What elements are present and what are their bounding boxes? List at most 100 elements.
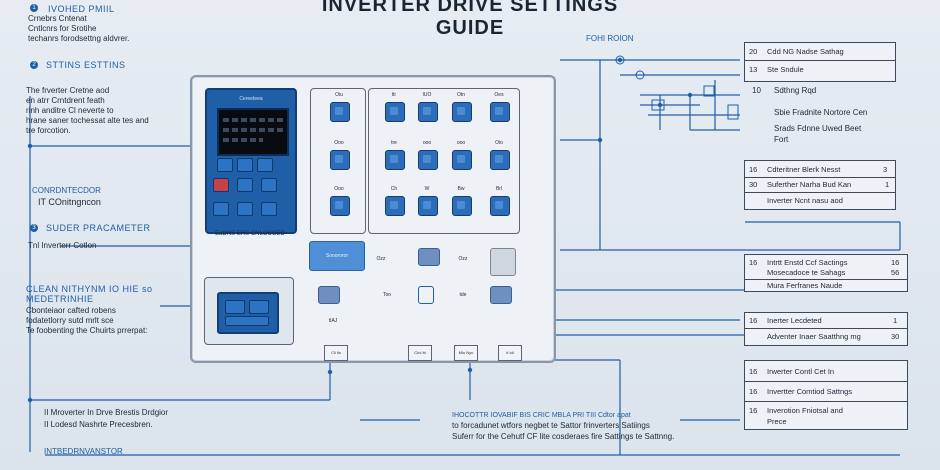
- table-1-note: Sbie Fradnite Nortore Cen: [774, 108, 868, 117]
- section-1-line: Crnebrs Cntenat: [28, 14, 87, 23]
- section-6-line: II Lodesd Nashrte Precesbren.: [44, 420, 153, 429]
- bottom-note-line: Suferr for the Cehutf CF lite cosderaes …: [452, 432, 675, 441]
- parameter-button[interactable]: [385, 150, 405, 170]
- parameter-button-label: Bw: [457, 186, 465, 192]
- parameter-button[interactable]: [330, 150, 350, 170]
- parameter-button[interactable]: [490, 102, 510, 122]
- parameter-button-label: IUO: [422, 92, 432, 98]
- section-1-line: Cntlcnrs for Srotihe: [28, 24, 97, 33]
- terminal-tag: ti Idl: [498, 345, 522, 361]
- bottom-note-line: to forcadunet wtfors negbet te Sattor fr…: [452, 421, 650, 430]
- keypad-button[interactable]: [237, 178, 253, 192]
- parameter-button[interactable]: [330, 102, 350, 122]
- button-block-left: [310, 88, 366, 234]
- button-label: tIAJ: [328, 318, 338, 324]
- keypad-button[interactable]: [225, 316, 269, 326]
- parameter-button[interactable]: [385, 196, 405, 216]
- parameter-button-label: Oes: [494, 92, 504, 98]
- function-button[interactable]: [318, 286, 340, 304]
- section-2-heading: STTINS ESTTINS: [46, 60, 126, 70]
- lcd-display: [217, 108, 289, 156]
- parameter-button[interactable]: [330, 196, 350, 216]
- keypad-button[interactable]: [225, 300, 245, 314]
- terminal-tag: Mlu Nyu: [454, 345, 478, 361]
- step-3-badge: 3: [30, 224, 38, 232]
- table-1-row: Sdthng Rqd: [774, 86, 817, 95]
- keypad-button[interactable]: [237, 202, 253, 216]
- schematic-label: FOHI ROION: [586, 34, 634, 43]
- section-4-line: Tnl Inverterr Cotlon: [28, 241, 97, 250]
- parameter-button[interactable]: [452, 150, 472, 170]
- dial-icon[interactable]: [418, 286, 434, 304]
- section-2-line: en atrr Crntdrent feath: [26, 96, 105, 105]
- section-5-line: Te foobenting the Chuirts prrerpat:: [26, 326, 148, 335]
- table-1-row: 10: [752, 86, 761, 95]
- keypad-button[interactable]: [237, 158, 253, 172]
- parameter-button-label: Ooo: [334, 140, 344, 146]
- step-2-badge: 2: [30, 61, 38, 69]
- bottom-note-heading: IHOCOTTR IOVABIF BIS CRIC MBLA PRI TIII …: [452, 412, 631, 419]
- button-label: Too: [382, 292, 392, 298]
- parameter-button[interactable]: [490, 196, 510, 216]
- parameter-button[interactable]: [490, 150, 510, 170]
- keypad-button[interactable]: [257, 158, 273, 172]
- terminal-tag: Cli Iis: [324, 345, 348, 361]
- reset-button[interactable]: [490, 248, 516, 276]
- parameter-button[interactable]: [418, 150, 438, 170]
- section-1-heading: IVOHED PMIIL: [48, 4, 115, 14]
- parameter-button-label: Brl: [495, 186, 503, 192]
- section-1-line: techanrs forodsettng aldvrer.: [28, 34, 130, 43]
- lower-keypad: [217, 292, 279, 334]
- parameter-button[interactable]: [418, 196, 438, 216]
- page-title: INVERTER DRIVE SETTINGS GUIDE: [321, 0, 619, 39]
- section-5-line: Cbonteiaor cafted robens: [26, 306, 116, 315]
- parameter-button-label: Oiu: [335, 92, 343, 98]
- section-2-line: tre forcotion.: [26, 126, 71, 135]
- stop-button[interactable]: [213, 178, 229, 192]
- parameter-button-label: ooo: [456, 140, 466, 146]
- parameter-button-label: Ooo: [334, 186, 344, 192]
- section-5-heading: CLEAN NITHYNM IO HIE so: [26, 284, 153, 294]
- keypad-button[interactable]: [261, 178, 277, 192]
- section-4-heading: SUDER PRACAMETER: [46, 223, 151, 233]
- parameter-button[interactable]: [452, 102, 472, 122]
- parameter-button-label: Otn: [456, 92, 466, 98]
- section-3-line: IT COnitngncon: [38, 197, 101, 207]
- button-label: Ozz: [376, 256, 386, 262]
- function-button[interactable]: [418, 248, 440, 266]
- keypad-button[interactable]: [213, 202, 229, 216]
- keypad-button[interactable]: [261, 202, 277, 216]
- table-1-note: Srads Fdnne Uwed Beet: [774, 124, 862, 133]
- keypad-button[interactable]: [217, 158, 233, 172]
- parameter-button-label: Oio: [495, 140, 503, 146]
- parameter-button[interactable]: [418, 102, 438, 122]
- parameter-button-label: Ch: [390, 186, 398, 192]
- section-7-heading: INTBEDRNVANSTOR: [44, 447, 123, 456]
- button-label: Ozz: [458, 256, 468, 262]
- section-2-line: hrane saner tochessat alte tes and: [26, 116, 149, 125]
- parameter-button[interactable]: [452, 196, 472, 216]
- section-5-heading-2: MEDETRINHIE: [26, 294, 94, 304]
- section-3-heading: CONRDNTECDOR: [32, 186, 101, 195]
- section-2-line: rinh anditre Cl neverte to: [26, 106, 114, 115]
- table-1-note: Fort: [774, 135, 789, 144]
- button-label: tde: [459, 292, 467, 298]
- keypad-button[interactable]: [249, 300, 269, 314]
- button-block-right: [368, 88, 520, 234]
- controller-header: Cereeteea: [239, 96, 263, 102]
- lower-control-module: [204, 277, 294, 345]
- terminal-tag: CInl Itt: [408, 345, 432, 361]
- parameter-button[interactable]: [385, 102, 405, 122]
- section-5-line: fodatetlorry sutd mrlt sce: [26, 316, 114, 325]
- parameter-button-label: W: [424, 186, 430, 192]
- function-button[interactable]: [490, 286, 512, 304]
- controller-keypad: Cereeteea: [205, 88, 297, 234]
- step-1-badge: 1: [30, 4, 38, 12]
- mode-button[interactable]: Sooororor: [309, 241, 365, 271]
- parameter-button-label: tlr: [391, 92, 397, 98]
